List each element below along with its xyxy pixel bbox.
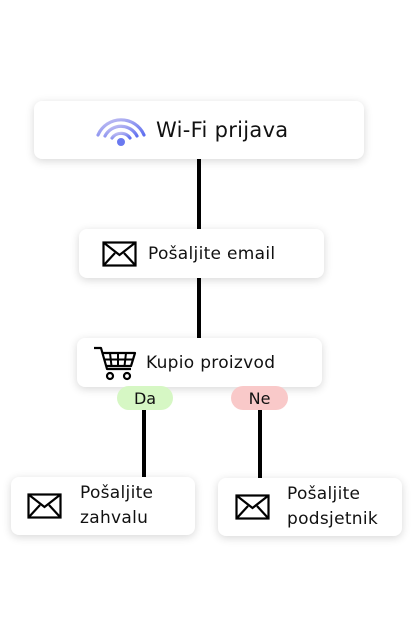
branch-no-badge: Ne [231,386,288,410]
connector-no-branch [258,408,262,478]
connector-email-to-condition [197,278,201,338]
trigger-node-wifi-login[interactable]: Wi-Fi prijava [34,101,364,159]
branch-yes-label: Da [133,388,157,408]
branch-yes-badge: Da [117,386,173,410]
send-email-label: Pošaljite email [148,243,276,264]
condition-node-purchased-product[interactable]: Kupio proizvod [77,338,322,387]
connector-trigger-to-email [197,159,201,229]
send-thanks-label: Pošaljite zahvalu [80,481,153,531]
condition-label: Kupio proizvod [146,352,276,373]
envelope-icon [235,494,270,520]
send-reminder-line1: Pošaljite [287,484,361,504]
send-reminder-label: Pošaljite podsjetnik [287,482,378,532]
trigger-node-label: Wi-Fi prijava [156,118,289,142]
send-reminder-line2: podsjetnik [287,509,379,529]
action-node-send-thanks[interactable]: Pošaljite zahvalu [11,477,195,535]
shopping-cart-icon [93,345,137,381]
branch-no-label: Ne [248,388,271,408]
action-node-send-email[interactable]: Pošaljite email [79,229,324,278]
envelope-icon [27,493,62,519]
envelope-icon [102,240,137,267]
send-thanks-line1: Pošaljite [80,483,154,503]
wifi-icon [94,111,148,149]
action-node-send-reminder[interactable]: Pošaljite podsjetnik [218,478,402,536]
send-thanks-line2: zahvalu [80,508,149,528]
connector-yes-branch [142,408,146,478]
